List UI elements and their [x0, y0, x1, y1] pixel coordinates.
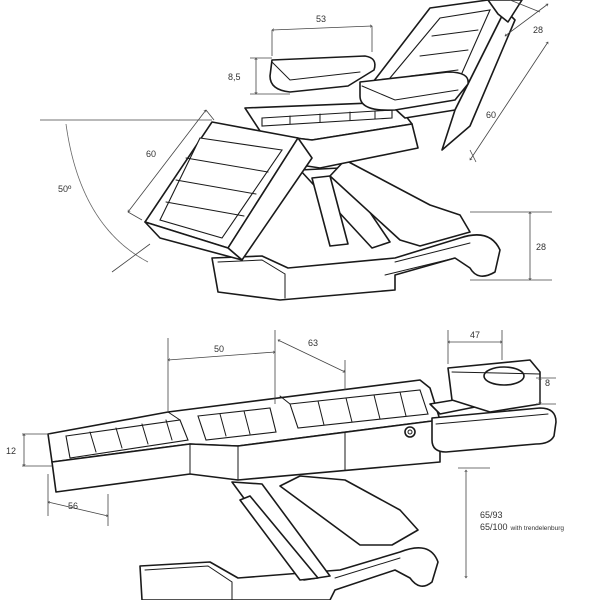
armrest-width-label: 53	[316, 14, 326, 24]
flat-chair-drawing	[47, 359, 557, 600]
back-length-label: 63	[308, 338, 318, 348]
base-height-label: 28	[536, 242, 546, 252]
width-label: 56	[68, 501, 78, 511]
height-range-label: 65/93	[480, 510, 503, 520]
height-trendelenburg-note: with trendelenburg	[510, 525, 565, 532]
leg-section-length-label: 60	[146, 149, 156, 159]
armrest-height-label: 8,5	[228, 72, 241, 82]
headrest-width-label: 28	[533, 25, 543, 35]
seat-length-label: 50	[214, 344, 224, 354]
height-trendelenburg-value: 65/100	[480, 522, 508, 532]
top-view-dimensions: 53 28 8,5 60 60 50º 28	[40, 0, 552, 280]
pad-thickness-label: 12	[6, 446, 16, 456]
headrest-thickness-label: 8	[545, 378, 550, 388]
leg-angle-label: 50º	[58, 184, 72, 194]
headrest-length-label: 47	[470, 330, 480, 340]
reclined-chair-drawing	[144, 0, 523, 301]
backrest-length-label: 60	[486, 110, 496, 120]
